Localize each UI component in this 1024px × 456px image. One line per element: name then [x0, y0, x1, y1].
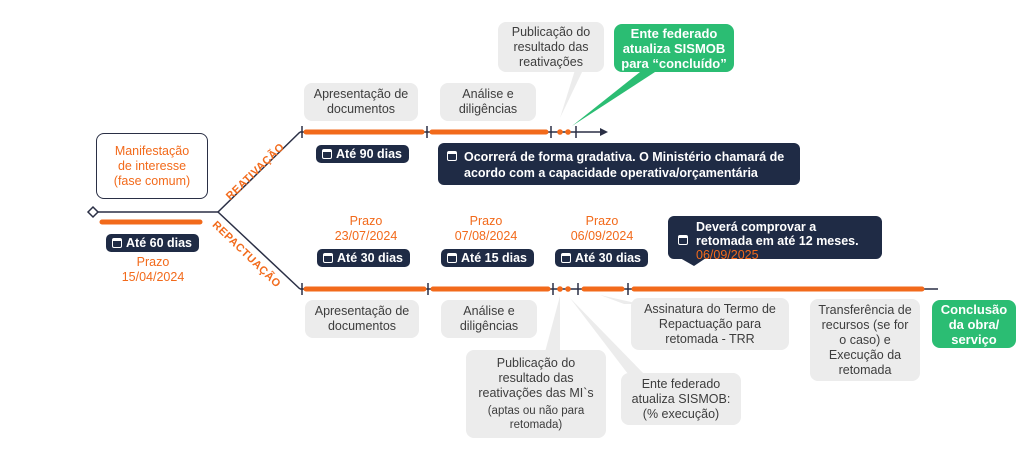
reat-step-analise: Análise e diligências — [440, 83, 536, 121]
common-deadline-label: Prazo — [136, 255, 170, 269]
calendar-icon — [112, 238, 122, 248]
pointer-final-top — [572, 72, 655, 126]
repac-duration-1-badge: Até 30 dias — [317, 249, 411, 267]
repac-deadline-1-label: Prazo — [349, 214, 383, 228]
repac-duration-1: Até 30 dias — [337, 251, 404, 265]
repac-step-analise-label: Análise e diligências — [459, 304, 519, 333]
common-duration-badge: Até 60 dias — [106, 234, 200, 252]
repac-duration-3: Até 30 dias — [575, 251, 642, 265]
calendar-icon — [447, 151, 457, 161]
pointer-repac-note — [680, 258, 706, 266]
timeline-top-arrow — [600, 128, 608, 136]
repac-duration-2-badge: Até 15 dias — [441, 249, 535, 267]
common-deadline: 15/04/2024 — [121, 270, 185, 284]
pointer-pub-bottom — [545, 296, 560, 352]
branch-bottom — [217, 211, 301, 290]
repac-step-publicacao-label: Publicação do resultado das reativações … — [478, 356, 594, 400]
repac-note-line-1: Deverá comprovar a — [696, 220, 817, 234]
reat-note-box: Ocorrerá de forma gradativa. O Ministéri… — [438, 143, 800, 185]
reat-final-label: Ente federado atualiza SISMOB para “conc… — [621, 25, 727, 71]
top-dot-2 — [565, 129, 571, 135]
start-box-label: Manifestação de interesse (fase comum) — [113, 143, 191, 188]
reat-step-publicacao-label: Publicação do resultado das reativações — [511, 24, 591, 69]
repac-step-ente-label: Ente federado atualiza SISMOB: (% execuç… — [631, 376, 731, 421]
repac-deadline-3-label: Prazo — [585, 214, 619, 228]
pointer-ente-bottom — [570, 298, 644, 374]
repac-note-box: Deverá comprovar a retomada em até 12 me… — [668, 216, 882, 262]
reat-step-analise-label: Análise e diligências — [458, 87, 518, 116]
repac-step-ente: Ente federado atualiza SISMOB: (% execuç… — [621, 373, 741, 425]
pointer-pub-top — [560, 70, 583, 118]
repac-deadline-2-label: Prazo — [469, 214, 503, 228]
reat-step-apresentacao-label: Apresentação de documentos — [313, 87, 409, 116]
repac-final-box: Conclusão da obra/ serviço — [932, 300, 1016, 348]
top-dot-1 — [557, 129, 563, 135]
repac-step-assinatura-label: Assinatura do Termo de Repactuação para … — [644, 301, 776, 346]
start-box: Manifestação de interesse (fase comum) — [96, 133, 208, 199]
start-diamond — [86, 205, 100, 219]
calendar-icon — [678, 235, 688, 245]
repac-duration-2: Até 15 dias — [461, 251, 528, 265]
repac-note-date: 06/09/2025 — [696, 248, 759, 262]
repac-step-publicacao-sub: (aptas ou não para retomada) — [487, 405, 585, 431]
repac-note-line-2: retomada em até 12 meses. — [696, 234, 859, 248]
reat-note: Ocorrerá de forma gradativa. O Ministéri… — [464, 150, 785, 180]
repac-step-apresentacao-label: Apresentação de documentos — [314, 304, 410, 333]
repac-step-transferencia: Transferência de recursos (se for o caso… — [810, 299, 920, 381]
calendar-icon — [561, 253, 571, 263]
calendar-icon — [447, 253, 457, 263]
reat-duration-badge: Até 90 dias — [316, 145, 410, 163]
repac-step-apresentacao: Apresentação de documentos — [305, 300, 419, 338]
repac-step-assinatura: Assinatura do Termo de Repactuação para … — [631, 298, 789, 350]
repac-step-analise: Análise e diligências — [441, 300, 537, 338]
reat-final-box: Ente federado atualiza SISMOB para “conc… — [614, 24, 734, 72]
common-duration: Até 60 dias — [126, 236, 193, 250]
calendar-icon — [323, 253, 333, 263]
reat-duration: Até 90 dias — [336, 147, 403, 161]
repac-duration-3-badge: Até 30 dias — [555, 249, 649, 267]
reat-step-apresentacao: Apresentação de documentos — [304, 83, 418, 121]
reat-step-publicacao: Publicação do resultado das reativações — [498, 22, 604, 72]
repac-deadline-2: 07/08/2024 — [454, 229, 518, 243]
repac-deadline-3: 06/09/2024 — [570, 229, 634, 243]
bottom-dot-2 — [565, 286, 571, 292]
repac-final-label: Conclusão da obra/ serviço — [940, 301, 1008, 347]
calendar-icon — [322, 149, 332, 159]
repac-step-transferencia-label: Transferência de recursos (se for o caso… — [818, 302, 912, 377]
pointer-assinatura — [600, 295, 640, 304]
repac-deadline-1: 23/07/2024 — [334, 229, 398, 243]
bottom-dot-1 — [557, 286, 563, 292]
repac-step-publicacao: Publicação do resultado das reativações … — [466, 350, 606, 438]
branch-top — [217, 131, 301, 213]
